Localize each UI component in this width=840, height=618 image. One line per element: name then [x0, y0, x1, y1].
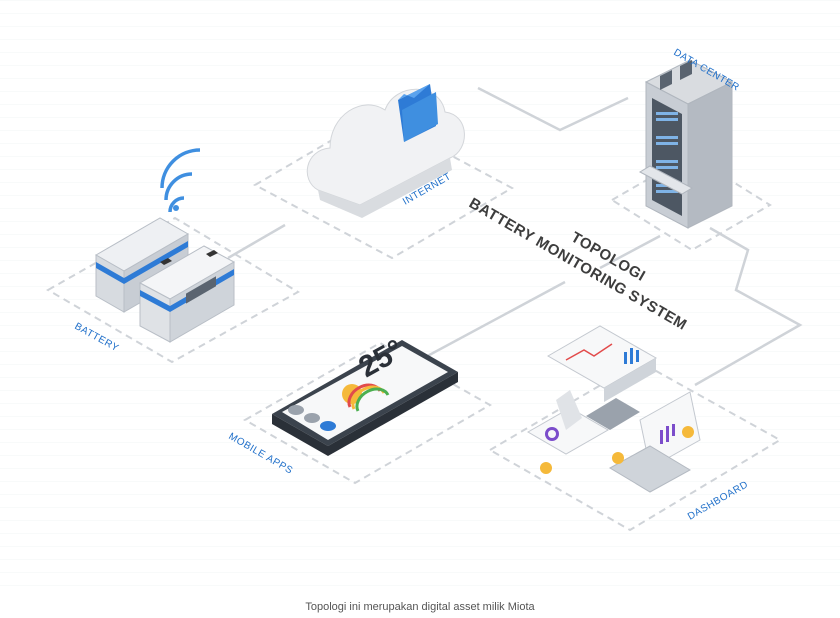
link-datacenter-dashboard [694, 226, 803, 387]
link-internet-datacenter [477, 86, 629, 132]
dashboard-devices-icon [526, 325, 701, 493]
connection-lines [227, 86, 803, 387]
server-rack-icon [638, 59, 734, 229]
phone-icon: 25° [272, 333, 458, 456]
caption: Topologi ini merupakan digital asset mil… [305, 601, 535, 613]
folder-icon [398, 84, 438, 142]
mobile-zone [242, 341, 493, 485]
link-title-datacenter [599, 234, 661, 270]
battery-icon [94, 148, 236, 343]
link-battery-internet [227, 223, 286, 260]
internet-zone [252, 113, 515, 260]
link-mobile-title [419, 280, 566, 362]
